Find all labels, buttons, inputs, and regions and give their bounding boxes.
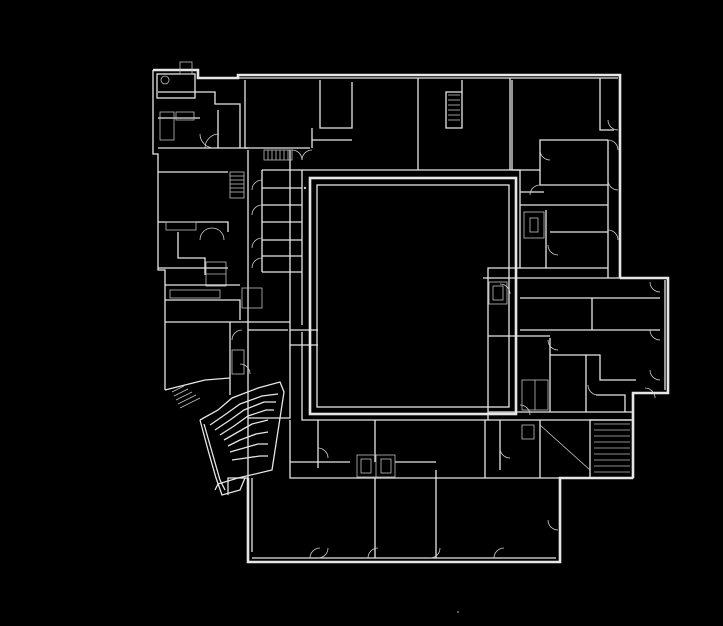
bottom-rooms [251,420,560,558]
right-upper-rooms [511,78,614,278]
left-rooms [156,61,302,395]
marker-dots [303,186,459,613]
top-rooms [244,78,511,170]
main-stair [539,419,634,479]
corridor-walls [247,150,521,478]
exterior-wall [152,68,670,564]
right-wing [483,277,660,440]
stepped-wing [171,381,285,496]
central-hall [308,176,518,416]
door-swings [199,119,661,559]
